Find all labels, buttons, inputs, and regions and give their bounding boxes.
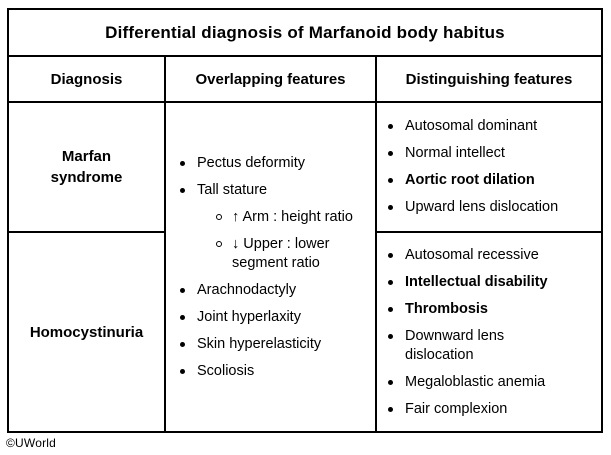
bullet-item: Autosomal dominant	[388, 117, 599, 136]
disc-bullet-icon	[180, 160, 185, 166]
bullet-item: Thrombosis	[388, 300, 599, 319]
disc-bullet-icon	[180, 341, 185, 347]
bullet-text: Normal intellect	[405, 145, 505, 161]
bullet-text: Tall stature	[197, 181, 268, 198]
table-header-row: Diagnosis Overlapping features Distingui…	[9, 57, 601, 103]
bullet-text: Aortic root dilation	[405, 172, 535, 188]
bullet-item: Pectus deformity	[180, 154, 373, 173]
bullet-text: Thrombosis	[405, 300, 488, 317]
disc-bullet-icon	[388, 333, 393, 339]
bullet-text: Fair complexion	[405, 400, 508, 417]
disc-bullet-icon	[388, 205, 393, 210]
copyright-text: ©UWorld	[6, 436, 57, 450]
bullet-item: Normal intellect	[388, 144, 599, 163]
bullet-item: ↓ Upper : lower segment ratio	[216, 235, 373, 273]
disc-bullet-icon	[388, 252, 393, 258]
bullet-item: Megaloblastic anemia	[388, 373, 599, 392]
header-distinguishing-features: Distinguishing features	[405, 70, 573, 88]
disc-bullet-icon	[388, 124, 393, 129]
bullet-item: Fair complexion	[388, 400, 599, 419]
bullet-text: Skin hyperelasticity	[197, 335, 322, 352]
table-title: Differential diagnosis of Marfanoid body…	[9, 10, 601, 57]
disc-bullet-icon	[180, 187, 185, 193]
diagnosis-marfan-syndrome: Marfan syndrome	[9, 103, 164, 233]
diagnosis-table: Differential diagnosis of Marfanoid body…	[7, 8, 603, 433]
disc-bullet-icon	[388, 151, 393, 156]
bullet-text: ↓ Upper : lower segment ratio	[232, 235, 330, 271]
bullet-text: Autosomal recessive	[405, 246, 539, 263]
disc-bullet-icon	[180, 287, 185, 293]
bullet-item: Scoliosis	[180, 362, 373, 381]
bullet-item: Intellectual disability	[388, 273, 599, 292]
bullet-text: Scoliosis	[197, 362, 255, 379]
bullet-text: Pectus deformity	[197, 154, 305, 171]
bullet-item: Autosomal recessive	[388, 246, 599, 265]
bullet-item: Upward lens dislocation	[388, 198, 599, 217]
disc-bullet-icon	[388, 379, 393, 385]
disc-bullet-icon	[388, 406, 393, 412]
circle-bullet-icon	[216, 213, 222, 220]
header-overlapping-features: Overlapping features	[166, 57, 377, 101]
bullet-item: Tall stature	[180, 181, 373, 200]
disc-bullet-icon	[180, 368, 185, 374]
bullet-text: Downward lens dislocation	[405, 327, 505, 363]
table-body: Marfan syndrome Homocystinuria Pectus de…	[9, 103, 601, 431]
bullet-text: ↑ Arm : height ratio	[232, 208, 353, 225]
bullet-item: Downward lens dislocation	[388, 327, 599, 365]
circle-bullet-icon	[216, 240, 222, 247]
bullet-item: Skin hyperelasticity	[180, 335, 373, 354]
disc-bullet-icon	[388, 178, 393, 183]
header-diagnosis: Diagnosis	[9, 57, 166, 101]
bullet-text: Intellectual disability	[405, 273, 548, 290]
bullet-item: ↑ Arm : height ratio	[216, 208, 373, 227]
diagnosis-homocystinuria: Homocystinuria	[29, 323, 144, 341]
disc-bullet-icon	[388, 279, 393, 285]
bullet-item: Aortic root dilation	[388, 171, 599, 190]
diagnosis-column: Marfan syndrome Homocystinuria	[9, 103, 166, 431]
bullet-item: Joint hyperlaxity	[180, 308, 373, 327]
disc-bullet-icon	[180, 314, 185, 320]
bullet-item: Arachnodactyly	[180, 281, 373, 300]
bullet-text: Joint hyperlaxity	[197, 308, 301, 325]
bullet-text: Arachnodactyly	[197, 281, 297, 298]
bullet-text: Autosomal dominant	[405, 118, 538, 134]
disc-bullet-icon	[388, 306, 393, 312]
bullet-text: Upward lens dislocation	[405, 199, 559, 215]
bullet-text: Megaloblastic anemia	[405, 373, 546, 390]
